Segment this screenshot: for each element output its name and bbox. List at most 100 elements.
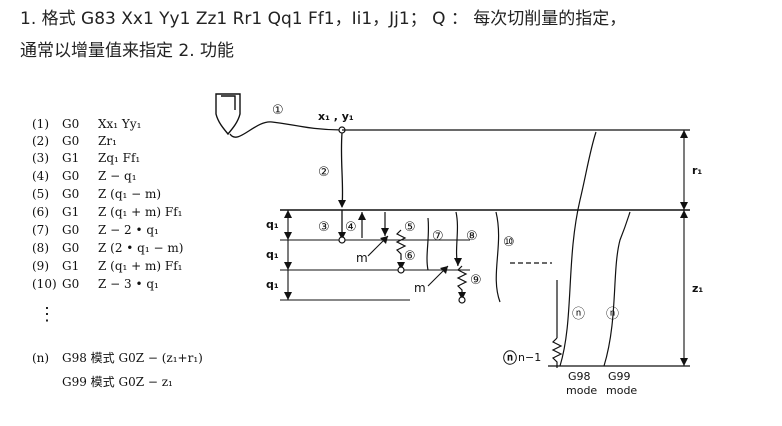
header-line-1: 1. 格式 G83 Xx1 Yy1 Zz1 Rr1 Qq1 Ff1，Ii1，Jj… <box>20 9 627 29</box>
step-9: (9) G1 Z (q₁ + m) Ff₁ <box>32 259 182 273</box>
r-dim-arrow-bottom <box>680 202 688 210</box>
arrow-step-4 <box>358 212 366 220</box>
svg-text:G0: G0 <box>62 169 79 183</box>
m-arrow-2 <box>440 266 448 274</box>
svg-text:Z − 2 • q₁: Z − 2 • q₁ <box>98 223 159 237</box>
path-step-7 <box>426 217 430 271</box>
q-label-3: q₁ <box>266 278 279 291</box>
g98-mode-label: G98 <box>568 370 591 383</box>
svg-text:Z (q₁ − m): Z (q₁ − m) <box>98 187 161 201</box>
svg-text:G1: G1 <box>62 259 79 273</box>
path-step-6-feed <box>395 229 407 260</box>
path-step-9-feed <box>456 265 468 296</box>
xy-label: x₁ , y₁ <box>318 110 354 123</box>
svg-text:Z (2 • q₁ − m): Z (2 • q₁ − m) <box>98 241 183 255</box>
circle-label-3: ③ <box>318 220 330 235</box>
r-dim-arrow-top <box>680 130 688 138</box>
step-5: (5) G0 Z (q₁ − m) <box>32 187 161 201</box>
svg-text:(7): (7) <box>32 223 49 237</box>
path-n-g98 <box>559 131 597 367</box>
svg-text:(10): (10) <box>32 277 57 291</box>
svg-text:Z − q₁: Z − q₁ <box>98 169 137 183</box>
circle-label-5: ⑤ <box>404 220 416 235</box>
svg-text:G0: G0 <box>62 241 79 255</box>
arrow-step-8 <box>454 258 462 266</box>
svg-text:(6): (6) <box>32 205 49 219</box>
svg-text:(3): (3) <box>32 151 49 165</box>
m-label-2: m <box>414 281 426 295</box>
step-1: (1) G0 Xx₁ Yy₁ <box>32 117 141 131</box>
q-label-2: q₁ <box>266 248 279 261</box>
arrow-step-5 <box>381 228 389 236</box>
step-n-num: (n) <box>32 351 49 365</box>
q-label-1: q₁ <box>266 218 279 231</box>
arrow-step-2 <box>338 200 346 208</box>
q-arrow-2 <box>284 232 292 240</box>
z-label: z₁ <box>692 282 703 295</box>
step-2: (2) G0 Zr₁ <box>32 134 117 148</box>
path-step-10 <box>495 211 501 303</box>
q-arrow-3 <box>284 262 292 270</box>
arrow-step-6 <box>397 262 405 270</box>
svg-text:G0: G0 <box>62 117 79 131</box>
svg-text:(4): (4) <box>32 169 49 183</box>
mode-word-1: mode <box>566 384 597 397</box>
svg-text:Zq₁ Ff₁: Zq₁ Ff₁ <box>98 151 140 165</box>
q-arrow-4 <box>284 292 292 300</box>
z-dim-arrow-top <box>680 210 688 218</box>
ellipsis-dots: ⋮ <box>38 304 56 325</box>
circle-label-n-g98: ⓝ <box>572 307 585 322</box>
circle-label-4: ④ <box>345 220 357 235</box>
header-line-2: 通常以增量值来指定 2. 功能 <box>20 41 235 61</box>
svg-text:(2): (2) <box>32 134 49 148</box>
arrow-step-9 <box>458 292 466 300</box>
q-arrow-1 <box>284 210 292 218</box>
step-6: (6) G1 Z (q₁ + m) Ff₁ <box>32 205 182 219</box>
point-q2 <box>397 266 405 274</box>
path-step-1 <box>229 121 343 138</box>
circle-label-2: ② <box>318 165 330 180</box>
svg-text:G0: G0 <box>62 277 79 291</box>
svg-text:Z − 3 • q₁: Z − 3 • q₁ <box>98 277 159 291</box>
drill-tool-icon <box>215 93 241 136</box>
svg-text:G0: G0 <box>62 187 79 201</box>
circle-label-7: ⑦ <box>432 229 444 244</box>
svg-text:G1: G1 <box>62 151 79 165</box>
svg-text:(5): (5) <box>32 187 49 201</box>
step-n-g99: G99 模式 G0Z − z₁ <box>62 375 173 389</box>
circle-label-1: ① <box>272 103 284 118</box>
circle-label-9: ⑨ <box>470 273 482 288</box>
svg-text:(9): (9) <box>32 259 49 273</box>
svg-text:(1): (1) <box>32 117 49 131</box>
path-step-8 <box>455 211 459 267</box>
step-7: (7) G0 Z − 2 • q₁ <box>32 223 159 237</box>
path-step-2 <box>340 132 344 208</box>
circle-label-10: ⑩ <box>503 235 515 250</box>
circle-label-n-g99: ⓝ <box>606 307 619 322</box>
step-4: (4) G0 Z − q₁ <box>32 169 137 183</box>
n-minus-1-label: n−1 <box>518 351 541 364</box>
svg-text:G0: G0 <box>62 223 79 237</box>
svg-text:Z (q₁ + m) Ff₁: Z (q₁ + m) Ff₁ <box>98 259 182 273</box>
svg-text:G0: G0 <box>62 134 79 148</box>
z-dim-arrow-bottom <box>680 358 688 366</box>
circle-label-8: ⑧ <box>466 229 478 244</box>
m-label-1: m <box>356 251 368 265</box>
step-n-g98: G98 模式 G0Z − (z₁+r₁) <box>62 351 203 365</box>
step-8: (8) G0 Z (2 • q₁ − m) <box>32 241 183 255</box>
svg-text:Zr₁: Zr₁ <box>98 134 117 148</box>
step-10: (10) G0 Z − 3 • q₁ <box>32 277 159 291</box>
mode-word-2: mode <box>606 384 637 397</box>
arrow-step-3 <box>338 232 346 240</box>
svg-text:(8): (8) <box>32 241 49 255</box>
path-n-g99 <box>603 211 631 367</box>
circle-label-n-minus-1: ⓝ <box>503 350 517 367</box>
svg-text:Z (q₁ + m) Ff₁: Z (q₁ + m) Ff₁ <box>98 205 182 219</box>
svg-text:Xx₁ Yy₁: Xx₁ Yy₁ <box>98 117 141 131</box>
point-q1 <box>338 236 346 244</box>
circle-label-6: ⑥ <box>404 249 416 264</box>
svg-text:G1: G1 <box>62 205 79 219</box>
point-q3 <box>458 296 466 304</box>
